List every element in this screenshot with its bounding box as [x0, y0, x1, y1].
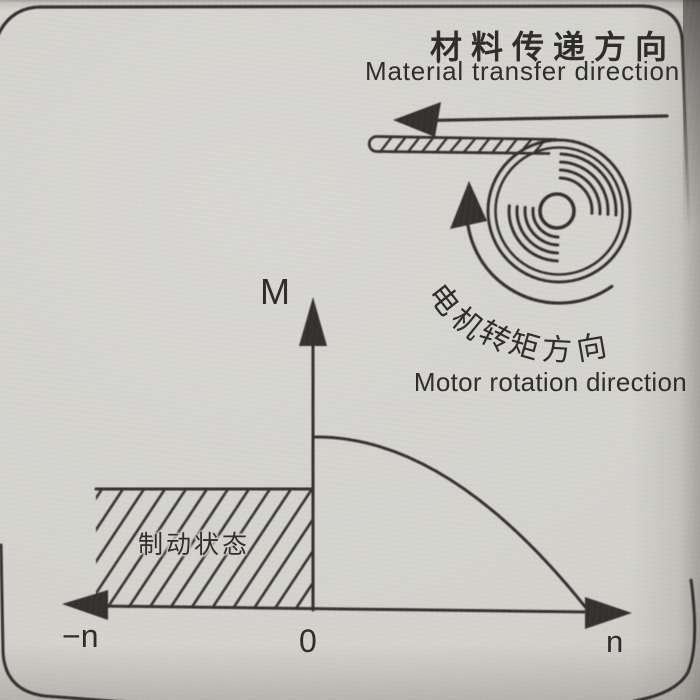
axis-arrow-right-icon [585, 597, 632, 629]
x-axis [62, 590, 632, 629]
axis-arrow-left-icon [62, 590, 108, 620]
coil-arcs-top-right [558, 152, 618, 217]
brake-region-hatch [94, 487, 315, 608]
motor-rotation-arrow [450, 181, 614, 305]
title-zh: 材料传递方向 [429, 29, 676, 65]
material-strip [367, 135, 558, 155]
y-axis [299, 297, 327, 612]
x-axis-label-negative-n: −n [62, 618, 99, 654]
material-transfer-arrow [393, 102, 669, 137]
curved-char: 方 [540, 333, 573, 368]
torque-graph [62, 297, 632, 629]
arrow-left-icon [393, 102, 441, 137]
page-frame-border [0, 4, 697, 700]
roller-illustration [486, 138, 632, 284]
curved-char: 向 [573, 329, 610, 368]
x-axis-label-origin: 0 [299, 623, 317, 659]
axis-arrow-up-icon [299, 297, 327, 346]
arrow-up-icon [450, 181, 487, 229]
x-axis-label-n: n [606, 624, 624, 659]
title-en: Material transfer direction [365, 56, 680, 86]
motor-rotation-label-en: Motor rotation direction [413, 367, 687, 397]
brake-region-label: 制动状态 [138, 531, 251, 559]
torque-curve [313, 435, 589, 611]
y-axis-label: M [260, 271, 290, 312]
coil-arcs-bottom-left [507, 204, 560, 263]
